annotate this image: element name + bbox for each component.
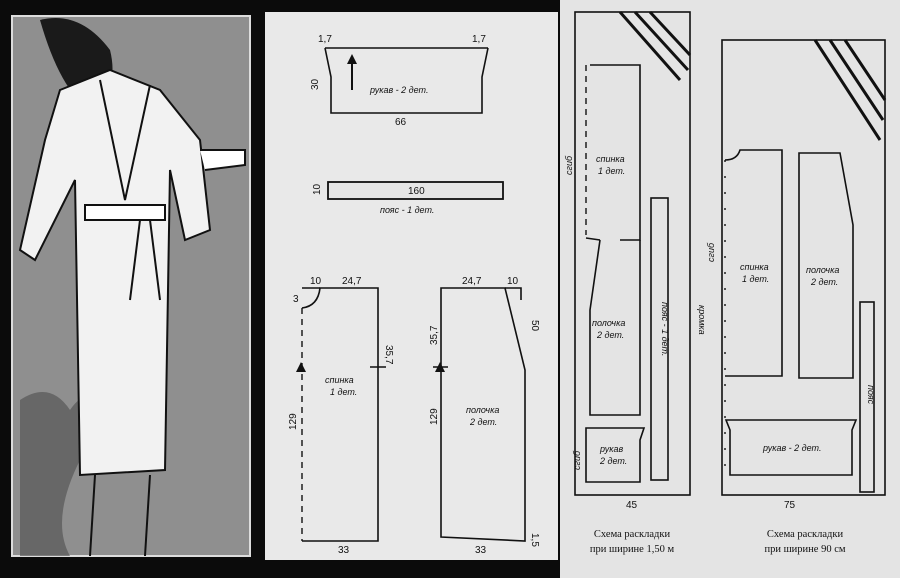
layout-caption-width: при ширине 1,50 м [590, 544, 675, 555]
sleeve-ease-left: 1,7 [318, 34, 332, 45]
belt-label: пояс - 1 дет. [380, 205, 434, 215]
front-label: полочка [806, 265, 839, 275]
back-neck-depth: 3 [293, 294, 299, 305]
grain-arrow-icon [347, 54, 357, 64]
sleeve-ease-right: 1,7 [472, 34, 486, 45]
selvage-label: кромка [697, 305, 707, 335]
front-length: 129 [429, 408, 440, 425]
robe-illustration [11, 15, 251, 557]
front-neck-depth: 50 [529, 320, 540, 332]
front-neck-width: 10 [507, 276, 519, 287]
front-label: полочка [592, 318, 625, 328]
back-hem: 33 [338, 545, 350, 556]
front-label: полочка [466, 405, 499, 415]
sleeve-count: 2 дет. [599, 456, 627, 466]
belt-label: пояс - 1 дет. [660, 302, 670, 356]
front-count: 2 дет. [469, 417, 497, 427]
back-label: спинка [596, 154, 625, 164]
back-label: спинка [740, 262, 769, 272]
layout-90: сгиб кромка спинка 1 дет. полочка 2 дет.… [697, 39, 887, 555]
sleeve-fold-label: сгиб [572, 450, 582, 470]
back-length: 129 [288, 413, 299, 430]
back-piece: 10 24,7 3 35,7 129 спинка 1 дет. 33 [288, 276, 394, 556]
belt-piece: 10 160 пояс - 1 дет. [312, 181, 504, 215]
belt-height: 10 [312, 183, 323, 195]
back-shoulder: 24,7 [342, 276, 362, 287]
layout-caption: Схема раскладки [767, 529, 844, 540]
front-hem: 33 [475, 545, 487, 556]
pattern-panel [265, 12, 558, 560]
belt-label: пояс [866, 385, 876, 405]
layout-caption: Схема раскладки [594, 529, 671, 540]
sleeve-height: 30 [310, 78, 321, 90]
back-count: 1 дет. [742, 274, 769, 284]
front-shoulder: 24,7 [462, 276, 482, 287]
sleeve-label: рукав [599, 444, 623, 454]
sleeve-label: рукав - 2 дет. [369, 85, 428, 95]
belt-length: 160 [408, 186, 425, 197]
back-armhole: 35,7 [383, 345, 394, 365]
front-armhole: 35,7 [429, 325, 440, 345]
front-piece: 24,7 10 35,7 50 129 полочка 2 дет. 33 1,… [429, 276, 540, 556]
back-neck-width: 10 [310, 276, 322, 287]
front-count: 2 дет. [596, 330, 624, 340]
sleeve-piece: 1,7 1,7 30 рукав - 2 дет. 66 [310, 34, 489, 128]
front-count: 2 дет. [810, 277, 838, 287]
front-hem-rise: 1,5 [529, 533, 540, 547]
back-label: спинка [325, 375, 354, 385]
fold-label: сгиб [706, 242, 716, 262]
layout-caption-width: при ширине 90 см [764, 544, 845, 555]
back-count: 1 дет. [330, 387, 357, 397]
layout-panel [560, 0, 900, 578]
fold-label: сгиб [564, 155, 574, 175]
back-count: 1 дет. [598, 166, 625, 176]
sleeve-label: рукав - 2 дет. [762, 443, 821, 453]
layout-150: сгиб спинка 1 дет. полочка 2 дет. пояс -… [564, 10, 692, 555]
layout-width: 45 [626, 500, 638, 511]
sleeve-width: 66 [395, 117, 407, 128]
layout-width: 75 [784, 500, 796, 511]
